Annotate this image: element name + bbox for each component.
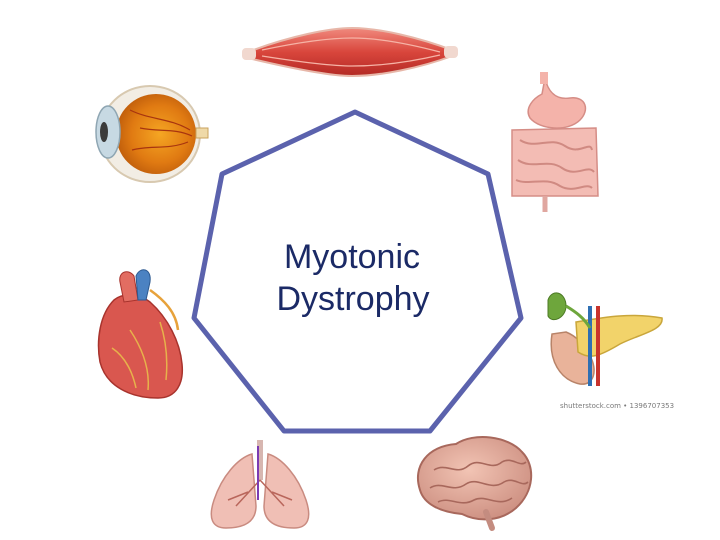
center-title-line1: Myotonic	[284, 238, 420, 276]
central-heptagon	[191, 109, 524, 434]
lungs-icon	[210, 440, 310, 529]
stock-watermark: shutterstock.com • 1396707353	[560, 402, 674, 410]
stomach-intestines-icon	[511, 72, 599, 212]
heart-icon	[97, 269, 184, 399]
eye-icon	[95, 85, 209, 183]
skeletal-muscle-icon	[242, 26, 458, 78]
pancreas-icon	[547, 292, 663, 386]
center-title-line2: Dystrophy	[276, 280, 429, 318]
brain-icon	[417, 436, 533, 531]
